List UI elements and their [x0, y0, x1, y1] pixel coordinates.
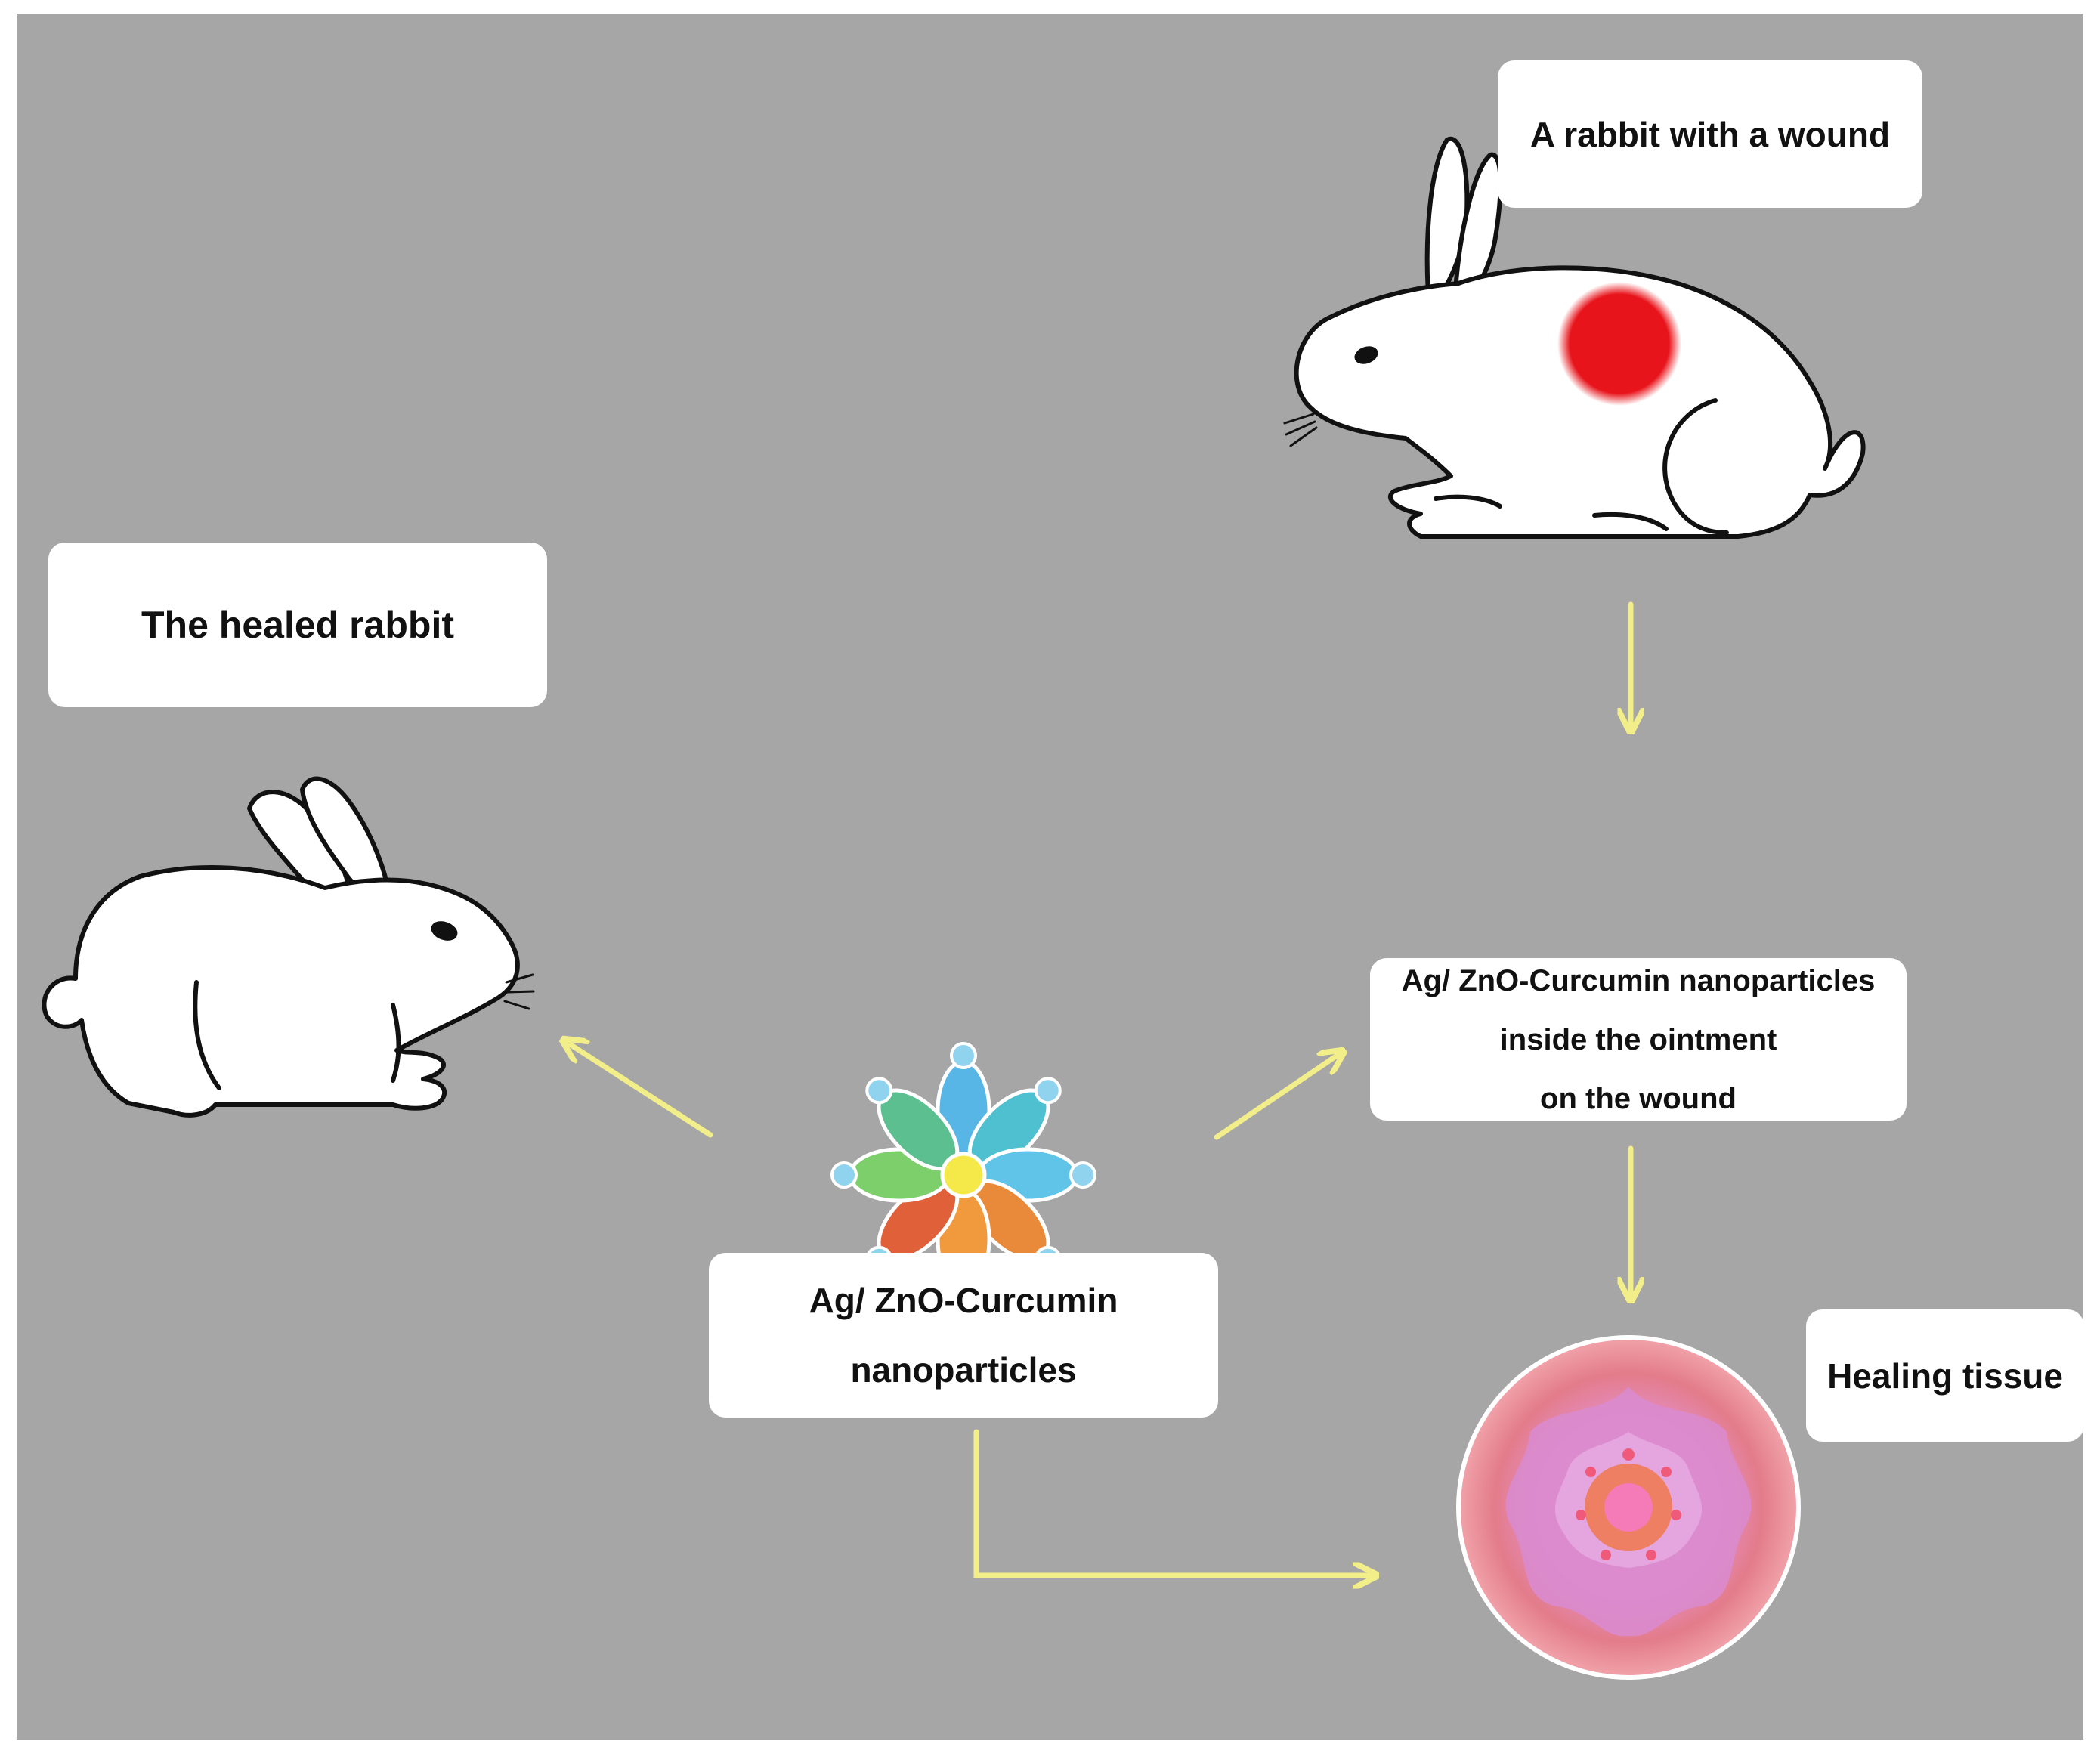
label-nanoparticles-line-1: Ag/ ZnO-Curcumin: [809, 1281, 1118, 1320]
arrow-np-to-ointment: [1214, 1053, 1341, 1140]
label-wounded-rabbit: A rabbit with a wound: [1498, 60, 1922, 208]
label-nanoparticles-line-2: nanoparticles: [850, 1350, 1077, 1390]
arrow-np-to-tissue: [973, 1429, 1374, 1575]
label-ointment-line-2: inside the ointment: [1499, 1022, 1777, 1056]
label-healing-tissue: Healing tissue: [1806, 1309, 2084, 1442]
label-healed-rabbit: The healed rabbit: [48, 543, 547, 707]
label-ointment-line-1: Ag/ ZnO-Curcumin nanoparticles: [1401, 963, 1876, 997]
arrows: [565, 601, 1631, 1575]
label-wounded-rabbit-text: A rabbit with a wound: [1529, 114, 1891, 154]
label-healed-rabbit-text: The healed rabbit: [141, 604, 454, 646]
arrow-np-to-healed: [565, 1041, 713, 1138]
label-healing-tissue-text: Healing tissue: [1827, 1356, 2063, 1396]
label-ointment: Ag/ ZnO-Curcumin nanoparticles inside th…: [1370, 958, 1907, 1121]
wounded-rabbit-icon: [1283, 136, 1866, 539]
label-nanoparticles: Ag/ ZnO-Curcumin nanoparticles: [709, 1253, 1218, 1418]
healing-tissue-icon: [1456, 1335, 1801, 1680]
label-ointment-line-3: on the wound: [1540, 1081, 1737, 1115]
healed-rabbit-icon: [42, 776, 535, 1118]
